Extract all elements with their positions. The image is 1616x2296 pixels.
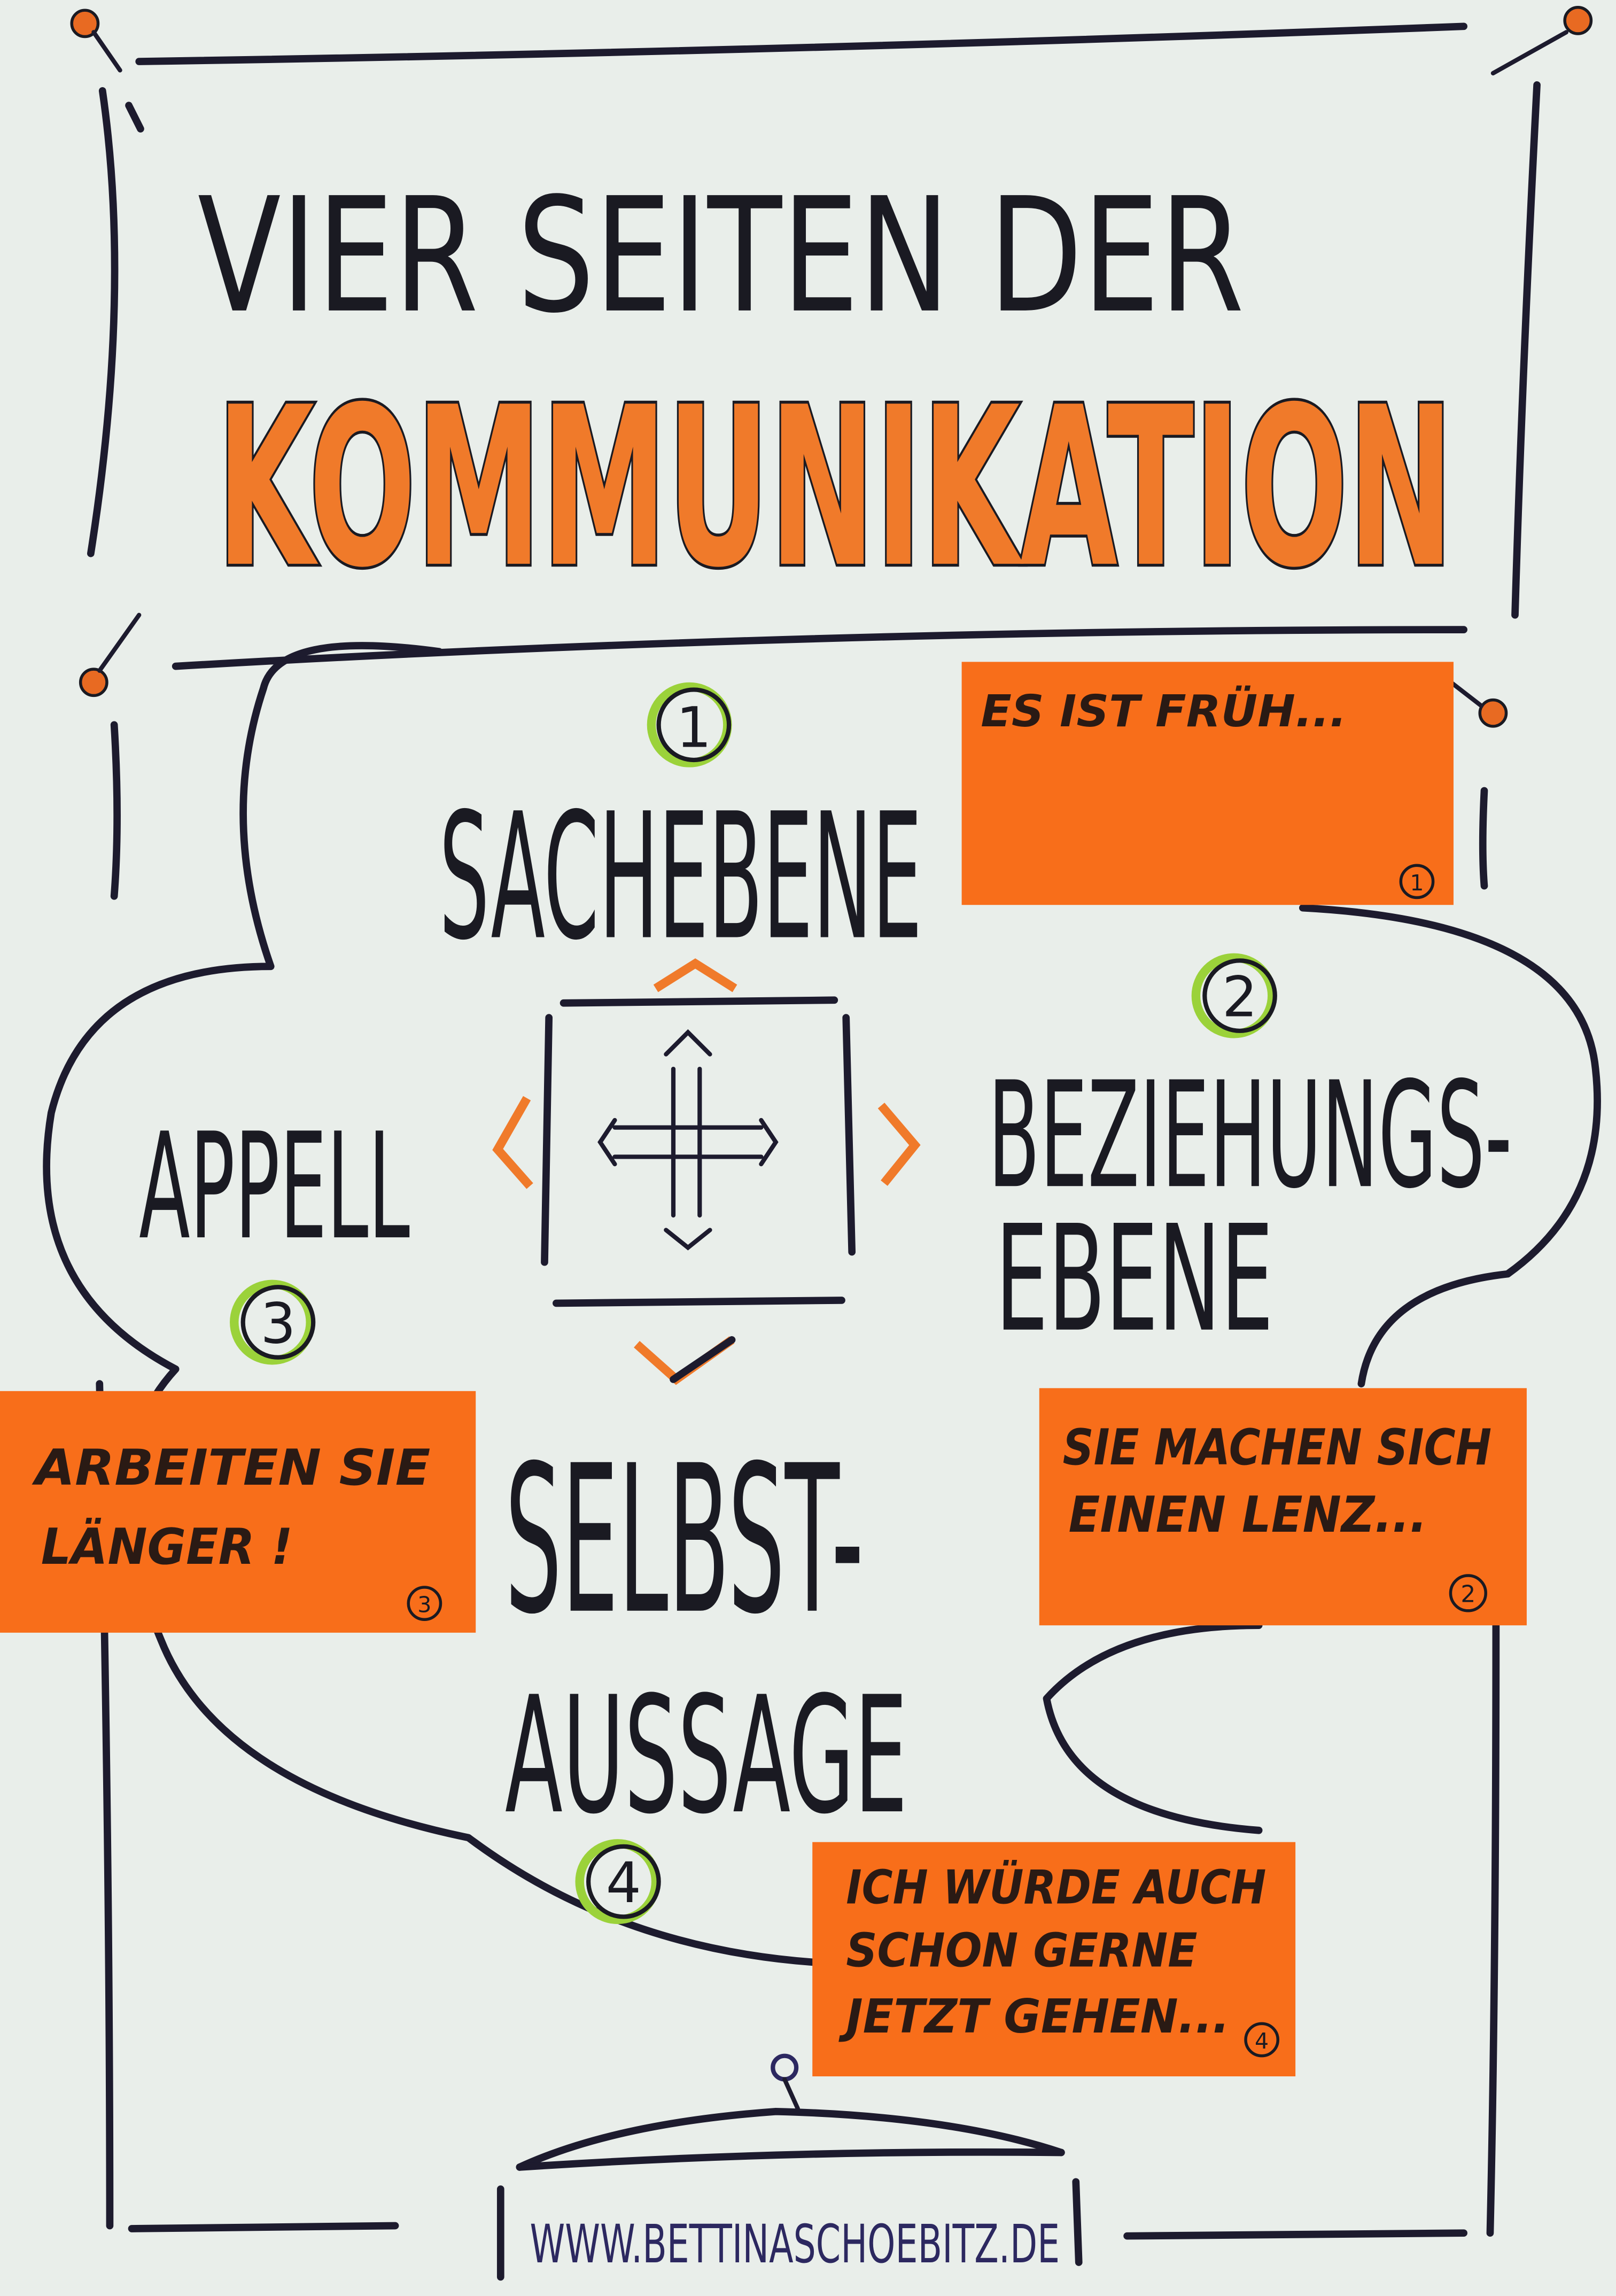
number-badge — [1191, 953, 1277, 1038]
title-line-2: KOMMUNIKATION — [216, 360, 1454, 616]
side-selbstaussage: SELBST- AUSSAGE 4 — [505, 1422, 907, 1925]
sticky-note-3: ARBEITEN SIE LÄNGER ! 3 — [0, 1391, 476, 1633]
pin-icon — [1563, 5, 1593, 35]
note-text: ICH WÜRDE AUCH — [846, 1860, 1266, 1915]
hanger-frame — [496, 2053, 1083, 2281]
sticky-note-4: ICH WÜRDE AUCH SCHON GERNE JETZT GEHEN..… — [812, 1842, 1296, 2077]
sticky-note-2: SIE MACHEN SICH EINEN LENZ... 2 — [1039, 1388, 1527, 1626]
side-label: APPELL — [139, 1102, 410, 1272]
sticky-note-1: ES IST FRÜH... 1 — [961, 662, 1454, 905]
side-label: SACHEBENE — [439, 775, 922, 979]
number-label: 1 — [676, 695, 711, 760]
note-number: 1 — [1410, 870, 1424, 896]
edge-line — [128, 2222, 1467, 2240]
edge-line — [1479, 787, 1488, 890]
number-label: 4 — [606, 1850, 641, 1915]
edge-line — [110, 721, 121, 900]
website-url: WWW.BETTINASCHOEBITZ.DE — [530, 2214, 1060, 2275]
note-text: ES IST FRÜH... — [981, 686, 1347, 737]
note-text: SCHON GERNE — [846, 1923, 1197, 1978]
side-beziehungsebene: 2 BEZIEHUNGS- EBENE — [988, 953, 1512, 1364]
note-number: 4 — [1255, 2028, 1269, 2054]
pin-icon — [70, 9, 100, 38]
note-text: LÄNGER ! — [41, 1518, 293, 1576]
side-label: BEZIEHUNGS- — [988, 1050, 1512, 1221]
title-line-1: VIER SEITEN DER — [198, 164, 1244, 348]
edge-line — [1486, 1622, 1500, 2237]
side-label: SELBST- — [505, 1422, 864, 1659]
message-square-icon — [492, 958, 921, 1385]
note-number: 2 — [1460, 1580, 1475, 1608]
number-badge — [230, 1279, 315, 1365]
side-label: AUSSAGE — [505, 1662, 907, 1850]
number-label: 3 — [260, 1291, 296, 1356]
note-text: EINEN LENZ... — [1069, 1486, 1427, 1543]
cloud-outline — [43, 642, 1601, 1966]
note-text: SIE MACHEN SICH — [1063, 1418, 1492, 1476]
note-text: ARBEITEN SIE — [32, 1439, 431, 1496]
number-label: 2 — [1222, 964, 1257, 1029]
note-number: 3 — [417, 1592, 431, 1618]
side-sachebene: 1 SACHEBENE — [439, 682, 922, 979]
side-label: EBENE — [996, 1194, 1273, 1364]
number-badge — [575, 1839, 661, 1925]
side-appell: APPELL 3 — [139, 1102, 410, 1365]
note-text: JETZT GEHEN... — [838, 1989, 1230, 2044]
title-frame — [87, 22, 1541, 670]
pin-icon — [1478, 698, 1508, 728]
pin-icons — [70, 5, 1593, 728]
pin-icon — [79, 668, 108, 697]
